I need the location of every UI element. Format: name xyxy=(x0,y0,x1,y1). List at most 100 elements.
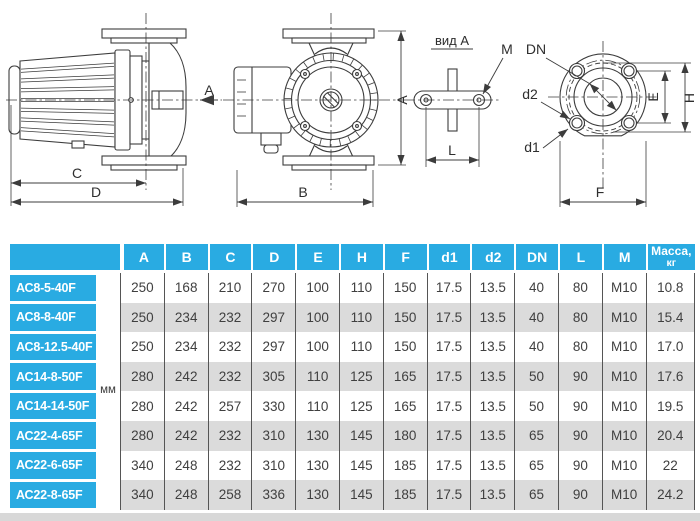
table-cell: 13.5 xyxy=(470,480,515,510)
table-cell: 90 xyxy=(557,420,602,451)
bore-diameter-line xyxy=(589,83,617,111)
table-cell: 110 xyxy=(295,361,339,392)
table-cell: 17.5 xyxy=(426,273,471,303)
table-cell: 90 xyxy=(557,391,602,421)
col-header-E: E xyxy=(295,244,339,273)
col-header-d2: d2 xyxy=(470,244,515,273)
table-cell: 232 xyxy=(207,332,252,362)
table-cell: 10.8 xyxy=(645,273,695,303)
table-cell: 65 xyxy=(514,480,558,510)
bottom-flange-lip xyxy=(291,164,367,171)
table-cell: 80 xyxy=(557,332,602,362)
table-cell: 248 xyxy=(163,450,208,481)
drain-plug xyxy=(71,140,85,149)
table-cell: 340 xyxy=(120,450,164,481)
mass-header-line2: кг xyxy=(666,256,677,269)
table-cell: 232 xyxy=(207,420,252,451)
table-cell: 234 xyxy=(163,302,208,333)
col-header-C: C xyxy=(207,244,252,273)
table-cell: 145 xyxy=(338,480,383,510)
table-cell: M10 xyxy=(601,302,646,333)
table-cell: 13.5 xyxy=(470,450,515,481)
table-cell: M10 xyxy=(601,273,646,303)
table-cell: 165 xyxy=(382,391,427,421)
table-cell: 13.5 xyxy=(470,302,515,333)
table-cell: 90 xyxy=(557,480,602,510)
row-label: АС14-8-50F xyxy=(10,363,96,390)
hole-label-d2: d2 xyxy=(522,86,538,102)
row-label: АС22-8-65F xyxy=(10,481,96,509)
unit-label: мм xyxy=(100,384,116,396)
dim-label-h: H xyxy=(681,93,697,103)
motor-fins xyxy=(20,62,115,138)
table-cell: M10 xyxy=(601,420,646,451)
dim-label-b: B xyxy=(298,184,307,200)
table-cell: 13.5 xyxy=(470,391,515,421)
page-bottom-strip xyxy=(0,513,700,521)
table-cell: 280 xyxy=(120,391,164,421)
table-cell: 125 xyxy=(338,391,383,421)
pump-technical-drawing: A C D xyxy=(6,13,697,207)
dim-label-a: A xyxy=(394,95,410,105)
table-cell: 17.5 xyxy=(426,302,471,333)
table-cell: 242 xyxy=(163,391,208,421)
table-cell: M10 xyxy=(601,361,646,392)
table-cell: 110 xyxy=(338,302,383,333)
col-header-A: A xyxy=(120,244,164,273)
table-cell: 20.4 xyxy=(645,420,695,451)
top-flange-plate xyxy=(101,28,187,39)
bottom-flange-plate xyxy=(101,155,187,166)
dim-label-e: E xyxy=(645,92,661,101)
table-cell: 80 xyxy=(557,273,602,303)
leader-m xyxy=(482,57,504,95)
table-cell: 232 xyxy=(207,450,252,481)
col-header-F: F xyxy=(382,244,427,273)
flange-view: DN d2 d1 E H F xyxy=(522,41,697,207)
table-corner-cell xyxy=(10,244,120,273)
table-cell: 234 xyxy=(163,332,208,362)
row-label: АС22-6-65F xyxy=(10,452,96,479)
table-cell: 248 xyxy=(163,480,208,510)
table-cell: 17.5 xyxy=(426,480,471,510)
front-view: A B xyxy=(223,13,410,207)
table-cell: 17.5 xyxy=(426,361,471,392)
face-screws xyxy=(299,68,363,132)
table-cell: 305 xyxy=(251,361,296,392)
table-cell: 90 xyxy=(557,361,602,392)
table-cell: 250 xyxy=(120,273,164,303)
table-cell: 13.5 xyxy=(470,361,515,392)
table-cell: 280 xyxy=(120,361,164,392)
table-cell: 80 xyxy=(557,302,602,333)
table-cell: 150 xyxy=(382,273,427,303)
table-cell: 280 xyxy=(120,420,164,451)
table-cell: 168 xyxy=(163,273,208,303)
table-cell: 15.4 xyxy=(645,302,695,333)
table-cell: 13.5 xyxy=(470,332,515,362)
dim-label-d: D xyxy=(91,184,101,200)
table-cell: 258 xyxy=(207,480,252,510)
table-cell: 130 xyxy=(295,420,339,451)
table-cell: 242 xyxy=(163,420,208,451)
table-cell: 150 xyxy=(382,332,427,362)
top-flange-lip xyxy=(291,37,367,44)
table-cell: 65 xyxy=(514,450,558,481)
table-cell: 50 xyxy=(514,391,558,421)
bottom-flange-plate xyxy=(282,155,375,166)
table-cell: 340 xyxy=(120,480,164,510)
dim-label-c: C xyxy=(72,165,82,181)
bore-label-dn: DN xyxy=(526,41,546,57)
bottom-flange-lip xyxy=(110,164,178,171)
table-cell: 24.2 xyxy=(645,480,695,510)
table-cell: 250 xyxy=(120,332,164,362)
table-cell: 22 xyxy=(645,450,695,481)
table-cell: M10 xyxy=(601,480,646,510)
table-cell: 310 xyxy=(251,420,296,451)
table-cell: 232 xyxy=(207,302,252,333)
table-cell: 65 xyxy=(514,420,558,451)
table-cell: 210 xyxy=(207,273,252,303)
table-cell: 90 xyxy=(557,450,602,481)
col-header-DN: DN xyxy=(514,244,558,273)
table-cell: 150 xyxy=(382,302,427,333)
